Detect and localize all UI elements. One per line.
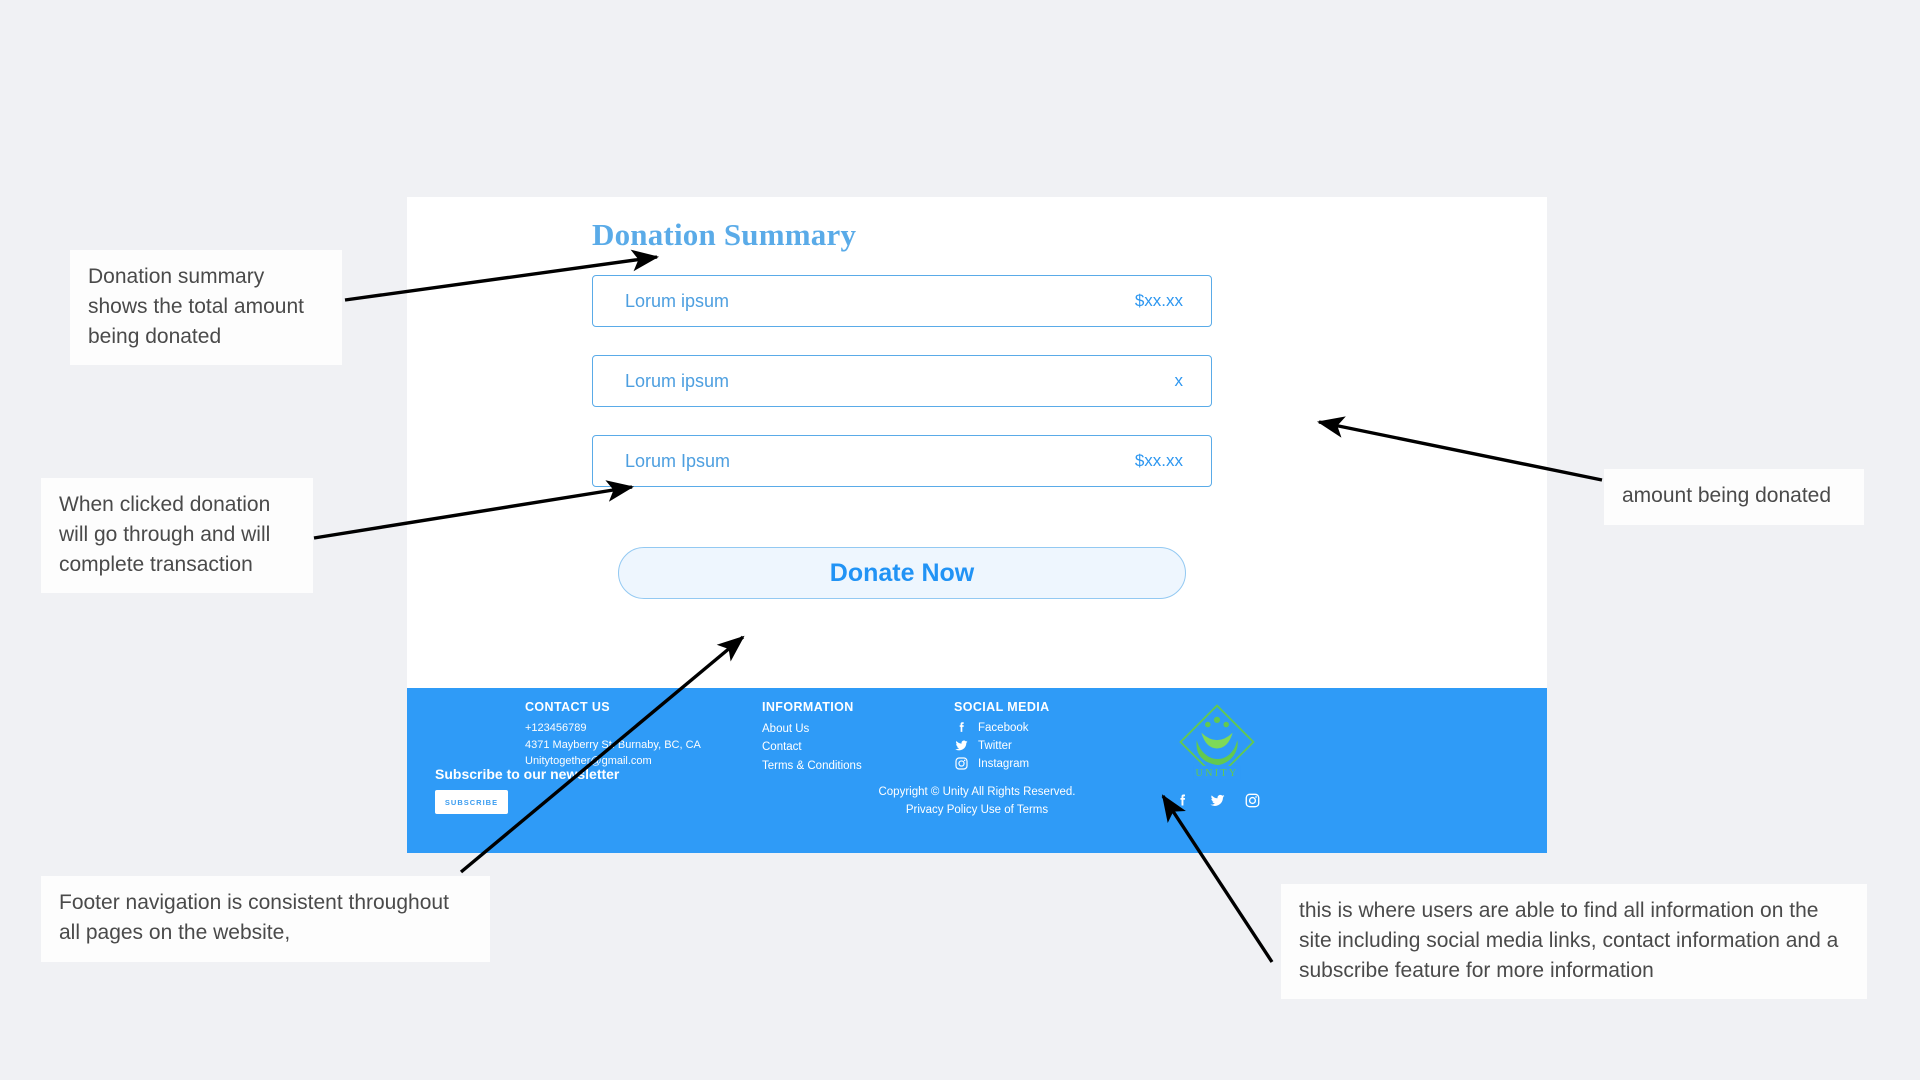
- page-title: Donation Summary: [592, 217, 857, 252]
- unity-logo-icon: UNITY: [1171, 696, 1263, 788]
- summary-row-3-label: Lorum Ipsum: [625, 450, 731, 471]
- footer-contact-address: 4371 Mayberry St. Burnaby, BC, CA: [525, 738, 701, 751]
- website-page-canvas: Donation Summary Lorum ipsum $xx.xx Loru…: [407, 197, 1547, 853]
- instagram-icon: [954, 756, 969, 771]
- footer-social-instagram-label: Instagram: [978, 757, 1030, 770]
- summary-row-2-value: x: [1174, 371, 1184, 390]
- annotation-footer-information: this is where users are able to find all…: [1281, 884, 1867, 1000]
- footer-contact-column: CONTACT US +123456789 4371 Mayberry St. …: [525, 700, 740, 770]
- footer-contact-phone: +123456789: [525, 722, 587, 734]
- facebook-icon[interactable]: [1174, 792, 1191, 809]
- summary-row-3[interactable]: Lorum Ipsum $xx.xx: [592, 435, 1212, 487]
- footer-social-facebook-label: Facebook: [978, 721, 1029, 734]
- twitter-icon[interactable]: [1209, 792, 1226, 809]
- donate-now-button[interactable]: Donate Now: [618, 547, 1186, 599]
- footer-social-facebook[interactable]: Facebook: [954, 720, 1124, 735]
- annotation-footer-navigation: Footer navigation is consistent througho…: [41, 876, 490, 962]
- annotation-donation-summary: Donation summary shows the total amount …: [70, 250, 342, 366]
- summary-row-1[interactable]: Lorum ipsum $xx.xx: [592, 275, 1212, 327]
- summary-row-1-value: $xx.xx: [1134, 291, 1183, 310]
- summary-row-2-label: Lorum ipsum: [625, 370, 730, 391]
- footer-logo-social-icons: [1137, 792, 1297, 809]
- donate-button-container: Donate Now: [592, 547, 1212, 599]
- footer-link-contact[interactable]: Contact: [762, 741, 802, 754]
- footer-social-column: SOCIAL MEDIA Facebook Twitter: [954, 700, 1124, 771]
- instagram-icon[interactable]: [1244, 792, 1261, 809]
- footer-link-terms-conditions[interactable]: Terms & Conditions: [762, 759, 862, 772]
- summary-row-2[interactable]: Lorum ipsum x: [592, 355, 1212, 407]
- summary-row-3-value: $xx.xx: [1134, 451, 1183, 470]
- footer-information-column: INFORMATION About Us Contact Terms & Con…: [762, 700, 942, 775]
- footer-contact-heading: CONTACT US: [525, 700, 611, 714]
- summary-row-1-label: Lorum ipsum: [625, 290, 730, 311]
- unity-wordmark: UNITY: [1196, 768, 1239, 779]
- footer-social-twitter[interactable]: Twitter: [954, 738, 1124, 753]
- annotation-donate-button: When clicked donation will go through an…: [41, 478, 313, 594]
- facebook-icon: [954, 720, 969, 735]
- footer-link-about-us[interactable]: About Us: [762, 723, 810, 735]
- footer-social-twitter-label: Twitter: [978, 739, 1012, 752]
- site-footer: CONTACT US +123456789 4371 Mayberry St. …: [407, 688, 1547, 853]
- newsletter-title: Subscribe to our newsletter: [435, 766, 620, 782]
- footer-copyright: Copyright © Unity All Rights Reserved. P…: [407, 784, 1547, 820]
- footer-social-heading: SOCIAL MEDIA: [954, 700, 1050, 714]
- footer-logo: UNITY: [1137, 696, 1297, 809]
- donation-summary-section: Donation Summary Lorum ipsum $xx.xx Loru…: [592, 217, 1212, 515]
- annotation-amount-donated: amount being donated: [1604, 469, 1864, 525]
- copyright-line: Copyright © Unity All Rights Reserved.: [878, 786, 1076, 798]
- privacy-policy-link[interactable]: Privacy Policy Use of Terms: [905, 803, 1049, 816]
- twitter-icon: [954, 738, 969, 753]
- footer-social-instagram[interactable]: Instagram: [954, 756, 1124, 771]
- footer-information-heading: INFORMATION: [762, 700, 854, 714]
